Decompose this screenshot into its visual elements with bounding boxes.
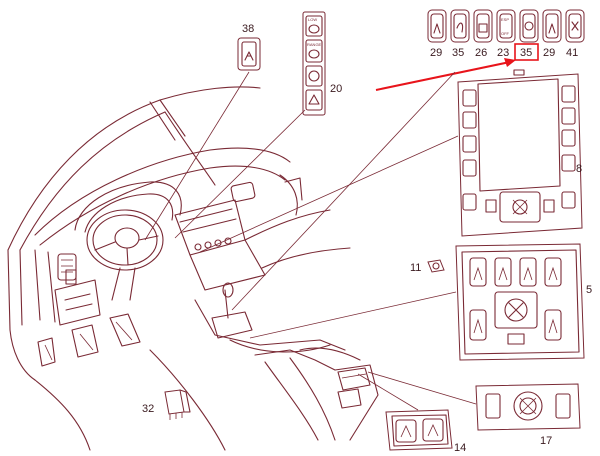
part-8-center-panel: 8 [457, 69, 583, 237]
svg-text:OFF: OFF [501, 31, 510, 36]
callout-20: 20 [330, 83, 342, 95]
switch-29-a [427, 9, 447, 43]
highlight-arrow [375, 58, 516, 91]
switch-row-label-5: 29 [543, 47, 555, 59]
part-5-console-panel: 5 [455, 243, 592, 361]
part-20-switch-strip: LOW RANGE 20 [302, 11, 342, 116]
part-17-mirror-switch: 17 [475, 383, 581, 447]
callout-14: 14 [454, 442, 466, 454]
part-32-relay: 32 [142, 389, 191, 420]
switch-29-b [542, 9, 562, 43]
switch-row-label-6: 41 [566, 47, 578, 59]
switch-35-b [519, 9, 539, 43]
callout-11: 11 [410, 262, 421, 274]
switch-row: ESP OFF [427, 9, 585, 43]
callout-38: 38 [242, 23, 254, 35]
switch-row-label-4: 35 [520, 47, 532, 59]
callout-17: 17 [540, 435, 552, 447]
callout-32: 32 [142, 403, 154, 415]
switch-row-label-0: 29 [430, 47, 442, 59]
switch-row-label-2: 26 [475, 47, 487, 59]
car-interior-drawing [7, 86, 379, 451]
svg-text:RANGE: RANGE [307, 42, 322, 47]
switch-row-labels: 29 35 26 23 35 29 41 [430, 47, 578, 59]
svg-text:LOW: LOW [308, 17, 317, 22]
part-11-bulb: 11 [410, 259, 445, 274]
switch-row-label-1: 35 [452, 47, 464, 59]
switch-row-label-3: 23 [497, 47, 509, 59]
callout-8: 8 [576, 163, 582, 175]
switch-35-a [450, 9, 470, 43]
switch-23: ESP OFF [496, 9, 516, 43]
callout-5: 5 [586, 284, 592, 296]
svg-text:ESP: ESP [501, 17, 509, 22]
part-14-switch-pair: 14 [385, 409, 466, 454]
part-38-switch: 38 [237, 23, 261, 71]
switch-41 [565, 9, 585, 43]
switch-26 [473, 9, 493, 43]
highlight-box [514, 43, 539, 61]
